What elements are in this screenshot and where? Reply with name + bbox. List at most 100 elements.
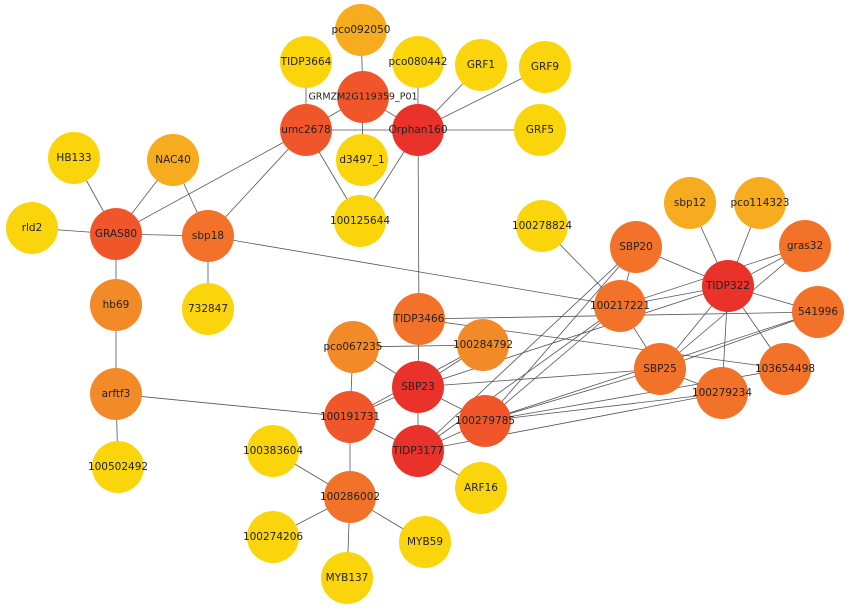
node-MYB137[interactable]: MYB137 (321, 552, 373, 604)
node-100284792[interactable]: 100284792 (453, 319, 513, 371)
node-label: ARF16 (464, 482, 498, 494)
node-pco067235[interactable]: pco067235 (324, 321, 383, 373)
node-TIDP3466[interactable]: TIDP3466 (393, 293, 445, 345)
node-SBP25[interactable]: SBP25 (634, 343, 686, 395)
node-100274206[interactable]: 100274206 (243, 511, 303, 563)
node-100383604[interactable]: 100383604 (243, 425, 303, 477)
node-100278824[interactable]: 100278824 (512, 200, 572, 252)
node-label: MYB59 (407, 536, 443, 548)
node-label: umc2678 (281, 124, 330, 136)
node-label: arftf3 (102, 388, 131, 400)
node-label: gras32 (787, 240, 823, 252)
node-circle (392, 425, 444, 477)
node-TIDP3664[interactable]: TIDP3664 (280, 36, 332, 88)
node-d3497_1[interactable]: d3497_1 (336, 134, 388, 186)
node-GRF5[interactable]: GRF5 (514, 104, 566, 156)
node-label: 100284792 (453, 339, 513, 351)
node-label: GRF9 (531, 61, 559, 73)
node-circle (459, 395, 511, 447)
node-label: 541996 (798, 306, 838, 318)
node-SBP20[interactable]: SBP20 (610, 221, 662, 273)
node-sbp12[interactable]: sbp12 (664, 177, 716, 229)
node-circle (335, 4, 387, 56)
node-circle (90, 279, 142, 331)
node-GRF9[interactable]: GRF9 (519, 41, 571, 93)
node-umc2678[interactable]: umc2678 (280, 104, 332, 156)
node-SBP23[interactable]: SBP23 (392, 361, 444, 413)
node-circle (792, 286, 844, 338)
node-label: SBP25 (643, 363, 677, 375)
node-732847[interactable]: 732847 (182, 283, 234, 335)
node-gras32[interactable]: gras32 (779, 220, 831, 272)
node-Orphan160[interactable]: Orphan160 (388, 104, 448, 156)
edge-SBP20-100279785 (484, 246, 637, 422)
node-circle (324, 471, 376, 523)
node-100286002[interactable]: 100286002 (320, 471, 380, 523)
node-103654498[interactable]: 103654498 (755, 343, 815, 395)
edge-541996-SBP25 (659, 311, 819, 370)
edge-Orphan160-TIDP3466 (417, 129, 420, 320)
node-GRAS80[interactable]: GRAS80 (90, 208, 142, 260)
node-label: GRMZM2G119359_P01 (308, 92, 417, 103)
node-label: SBP20 (619, 241, 653, 253)
node-MYB59[interactable]: MYB59 (399, 516, 451, 568)
node-pco080442[interactable]: pco080442 (389, 36, 448, 88)
node-circle (702, 260, 754, 312)
node-GRMZM2G119359_P01[interactable]: GRMZM2G119359_P01 (308, 71, 418, 123)
node-label: sbp18 (192, 230, 224, 242)
node-circle (455, 462, 507, 514)
node-circle (759, 343, 811, 395)
node-circle (247, 511, 299, 563)
node-label: TIDP3177 (392, 445, 444, 457)
node-100217221[interactable]: 100217221 (590, 280, 650, 332)
node-circle (334, 195, 386, 247)
edge-umc2678-GRAS80 (115, 129, 307, 235)
node-arftf3[interactable]: arftf3 (90, 368, 142, 420)
node-label: MYB137 (326, 572, 369, 584)
node-sbp18[interactable]: sbp18 (182, 210, 234, 262)
node-label: 100125644 (330, 215, 390, 227)
edge-SBP25-SBP23 (417, 368, 661, 388)
node-circle (519, 41, 571, 93)
node-circle (457, 319, 509, 371)
node-label: GRF1 (467, 59, 495, 71)
node-label: 100279234 (692, 387, 752, 399)
node-circle (516, 200, 568, 252)
node-label: NAC40 (155, 154, 191, 166)
node-circle (634, 343, 686, 395)
node-circle (247, 425, 299, 477)
node-label: TIDP322 (705, 280, 750, 292)
node-circle (182, 210, 234, 262)
node-100191731[interactable]: 100191731 (320, 391, 380, 443)
node-NAC40[interactable]: NAC40 (147, 134, 199, 186)
node-TIDP322[interactable]: TIDP322 (702, 260, 754, 312)
node-541996[interactable]: 541996 (792, 286, 844, 338)
node-GRF1[interactable]: GRF1 (455, 39, 507, 91)
node-circle (324, 391, 376, 443)
node-circle (147, 134, 199, 186)
node-pco114323[interactable]: pco114323 (731, 177, 790, 229)
node-rld2[interactable]: rld2 (6, 202, 58, 254)
node-pco092050[interactable]: pco092050 (332, 4, 391, 56)
node-100125644[interactable]: 100125644 (330, 195, 390, 247)
node-circle (321, 552, 373, 604)
node-HB133[interactable]: HB133 (48, 132, 100, 184)
node-ARF16[interactable]: ARF16 (455, 462, 507, 514)
node-label: 100279785 (455, 415, 515, 427)
node-100502492[interactable]: 100502492 (88, 441, 148, 493)
node-circle (734, 177, 786, 229)
node-label: HB133 (56, 152, 91, 164)
node-circle (610, 221, 662, 273)
node-label: pco114323 (731, 197, 790, 209)
node-100279234[interactable]: 100279234 (692, 367, 752, 419)
node-circle (280, 36, 332, 88)
node-circle (336, 134, 388, 186)
node-circle (696, 367, 748, 419)
node-circle (779, 220, 831, 272)
edge-arftf3-100191731 (115, 393, 351, 418)
node-TIDP3177[interactable]: TIDP3177 (392, 425, 444, 477)
node-100279785[interactable]: 100279785 (455, 395, 515, 447)
node-hb69[interactable]: hb69 (90, 279, 142, 331)
node-label: 100191731 (320, 411, 380, 423)
